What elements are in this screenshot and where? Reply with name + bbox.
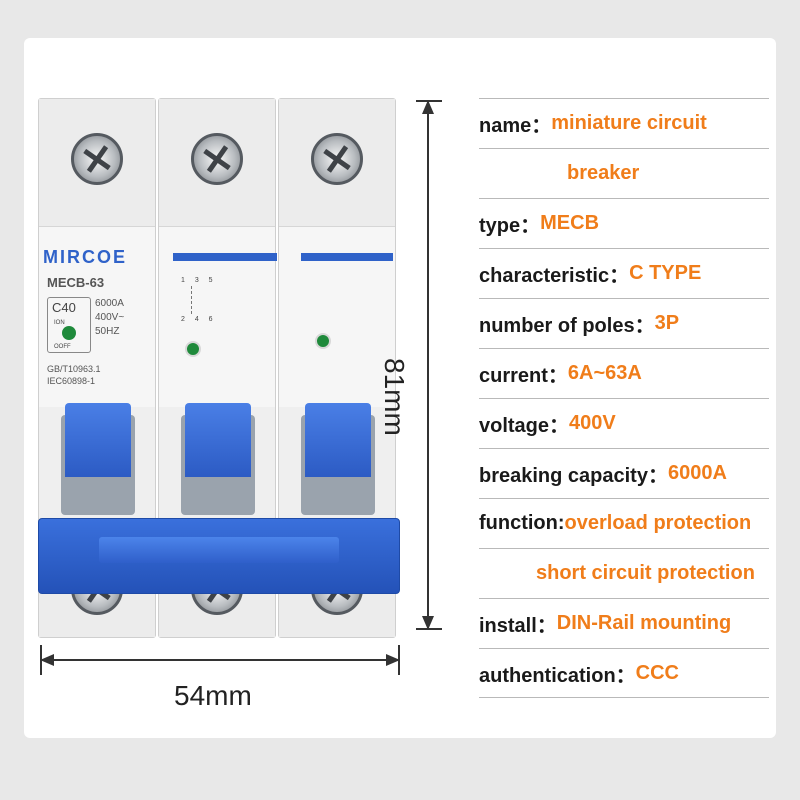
toggle-lever[interactable] <box>185 403 251 477</box>
spec-list: name： miniature circuit breaker type： ME… <box>479 98 769 698</box>
spec-value: CCC <box>635 661 680 684</box>
spec-line: 400V~ <box>95 312 125 323</box>
arrow-left-icon <box>40 654 54 666</box>
wiring-schematic: 1 3 5 2 4 6 <box>181 277 217 323</box>
spec-value: MECB <box>540 212 600 234</box>
spec-value: short circuit protection <box>536 562 755 584</box>
spec-row-current: current： 6A~63A <box>479 348 769 398</box>
status-indicator-icon <box>62 326 76 340</box>
breaker-pole-1: MIRCOE MECB-63 C40 ION OOFF 6000A 400V~ … <box>38 98 156 638</box>
standard-line: IEC60898-1 <box>47 376 96 386</box>
spec-value: 6000A <box>667 462 727 484</box>
spec-value: 3P <box>654 312 680 334</box>
arrow-right-icon <box>386 654 400 666</box>
spec-row-voltage: voltage： 400V <box>479 398 769 448</box>
rating-specs: 6000A 400V~ 50HZ <box>95 297 124 339</box>
toggle-lever[interactable] <box>305 403 371 477</box>
width-dimension-line <box>40 659 400 661</box>
toggle-lever[interactable] <box>65 403 131 477</box>
spec-row-name-cont: breaker <box>479 148 769 198</box>
model-label: MECB-63 <box>47 275 105 290</box>
arrow-down-icon <box>422 616 434 630</box>
spec-value: DIN-Rail mounting <box>556 612 732 634</box>
standards-label: GB/T10963.1 IEC60898-1 <box>47 363 101 387</box>
spec-value: C TYPE <box>629 262 702 284</box>
color-strip <box>301 253 393 261</box>
spec-row-function-cont: short circuit protection <box>479 548 769 598</box>
spec-key: number of poles： <box>479 315 655 337</box>
spec-key: characteristic： <box>479 265 630 287</box>
schematic-bottom: 2 4 6 <box>181 316 217 323</box>
spec-key: type： <box>479 215 541 237</box>
rating-code: C40 <box>52 300 76 315</box>
terminal-screw-icon <box>191 133 243 185</box>
standard-line: GB/T10963.1 <box>47 364 101 374</box>
spec-value: breaker <box>567 162 640 184</box>
spec-row-authentication: authentication： CCC <box>479 648 769 698</box>
width-label: 54mm <box>174 680 252 711</box>
spec-key: install： <box>479 615 557 637</box>
height-dimension-line <box>427 100 429 628</box>
terminal-screw-icon <box>71 133 123 185</box>
spec-key: voltage： <box>479 415 570 437</box>
off-label: OOFF <box>54 344 71 350</box>
spec-row-breaking-capacity: breaking capacity： 6000A <box>479 448 769 498</box>
spec-line: 50HZ <box>95 326 120 337</box>
arrow-up-icon <box>422 100 434 114</box>
spec-row-function: function: overload protection <box>479 498 769 548</box>
spec-key: name： <box>479 115 552 137</box>
spec-row-type: type： MECB <box>479 198 769 248</box>
status-indicator-icon <box>185 341 201 357</box>
spec-row-install: install： DIN-Rail mounting <box>479 598 769 648</box>
spec-value: 6A~63A <box>567 362 642 384</box>
height-label: 81mm <box>379 358 410 436</box>
spec-row-characteristic: characteristic： C TYPE <box>479 248 769 298</box>
product-card: MIRCOE MECB-63 C40 ION OOFF 6000A 400V~ … <box>24 38 776 738</box>
spec-key: authentication： <box>479 664 636 687</box>
circuit-breaker-image: MIRCOE MECB-63 C40 ION OOFF 6000A 400V~ … <box>38 98 400 638</box>
color-strip <box>173 253 277 261</box>
spec-key: breaking capacity： <box>479 465 668 487</box>
status-indicator-icon <box>315 333 331 349</box>
spec-line: 6000A <box>95 298 124 309</box>
spec-key: function: <box>479 512 565 534</box>
terminal-screw-icon <box>311 133 363 185</box>
spec-value: overload protection <box>564 512 752 534</box>
spec-row-name: name： miniature circuit <box>479 98 769 148</box>
rating-box: C40 ION OOFF <box>47 297 91 353</box>
spec-value: miniature circuit <box>551 112 707 134</box>
spec-row-poles: number of poles： 3P <box>479 298 769 348</box>
spec-key: current： <box>479 365 568 387</box>
on-label: ION <box>54 320 65 326</box>
spec-value: 400V <box>569 412 616 434</box>
tie-bar-handle[interactable] <box>38 518 400 594</box>
schematic-top: 1 3 5 <box>181 277 217 284</box>
brand-logo: MIRCOE <box>43 247 127 267</box>
